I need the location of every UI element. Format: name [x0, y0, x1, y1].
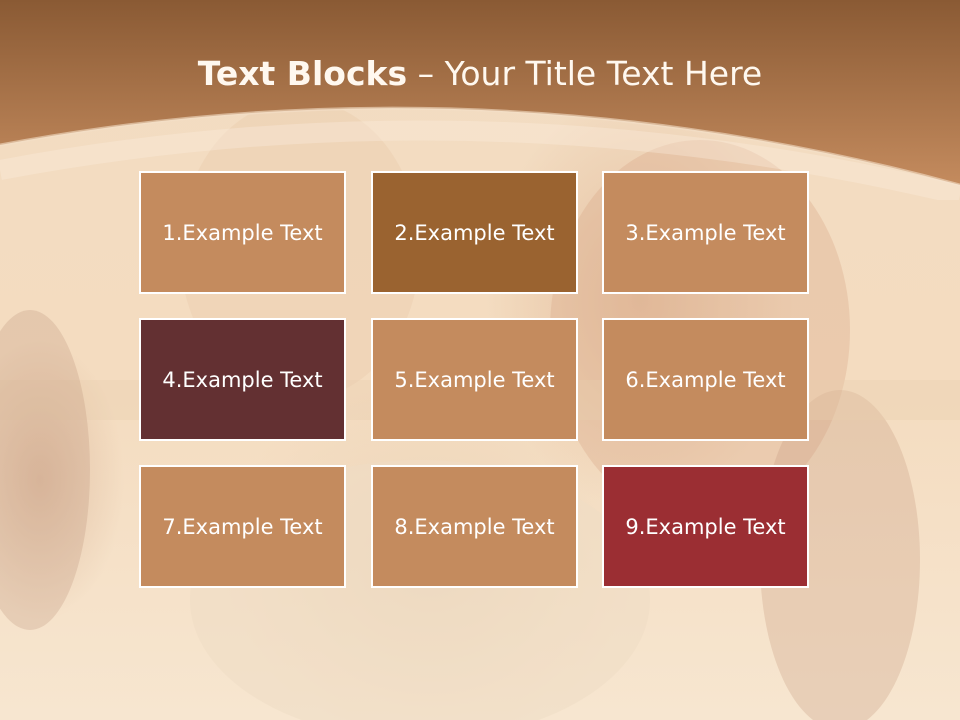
- text-block-label: 6.Example Text: [625, 367, 786, 392]
- slide-title: Text Blocks – Your Title Text Here: [0, 52, 960, 96]
- title-bold: Text Blocks: [197, 54, 408, 93]
- text-block-4[interactable]: 4.Example Text: [139, 318, 346, 441]
- text-block-9[interactable]: 9.Example Text: [602, 465, 809, 588]
- title-dash: –: [407, 54, 445, 93]
- text-block-1[interactable]: 1.Example Text: [139, 171, 346, 294]
- text-block-label: 4.Example Text: [162, 367, 323, 392]
- text-block-7[interactable]: 7.Example Text: [139, 465, 346, 588]
- text-block-label: 5.Example Text: [394, 367, 555, 392]
- text-block-3[interactable]: 3.Example Text: [602, 171, 809, 294]
- text-block-label: 1.Example Text: [162, 220, 323, 245]
- text-block-label: 7.Example Text: [162, 514, 323, 539]
- text-block-2[interactable]: 2.Example Text: [371, 171, 578, 294]
- text-block-label: 9.Example Text: [625, 514, 786, 539]
- text-block-8[interactable]: 8.Example Text: [371, 465, 578, 588]
- title-regular: Your Title Text Here: [444, 54, 763, 93]
- text-block-label: 2.Example Text: [394, 220, 555, 245]
- header-band: [0, 0, 960, 200]
- text-block-5[interactable]: 5.Example Text: [371, 318, 578, 441]
- text-block-label: 3.Example Text: [625, 220, 786, 245]
- text-block-label: 8.Example Text: [394, 514, 555, 539]
- text-block-6[interactable]: 6.Example Text: [602, 318, 809, 441]
